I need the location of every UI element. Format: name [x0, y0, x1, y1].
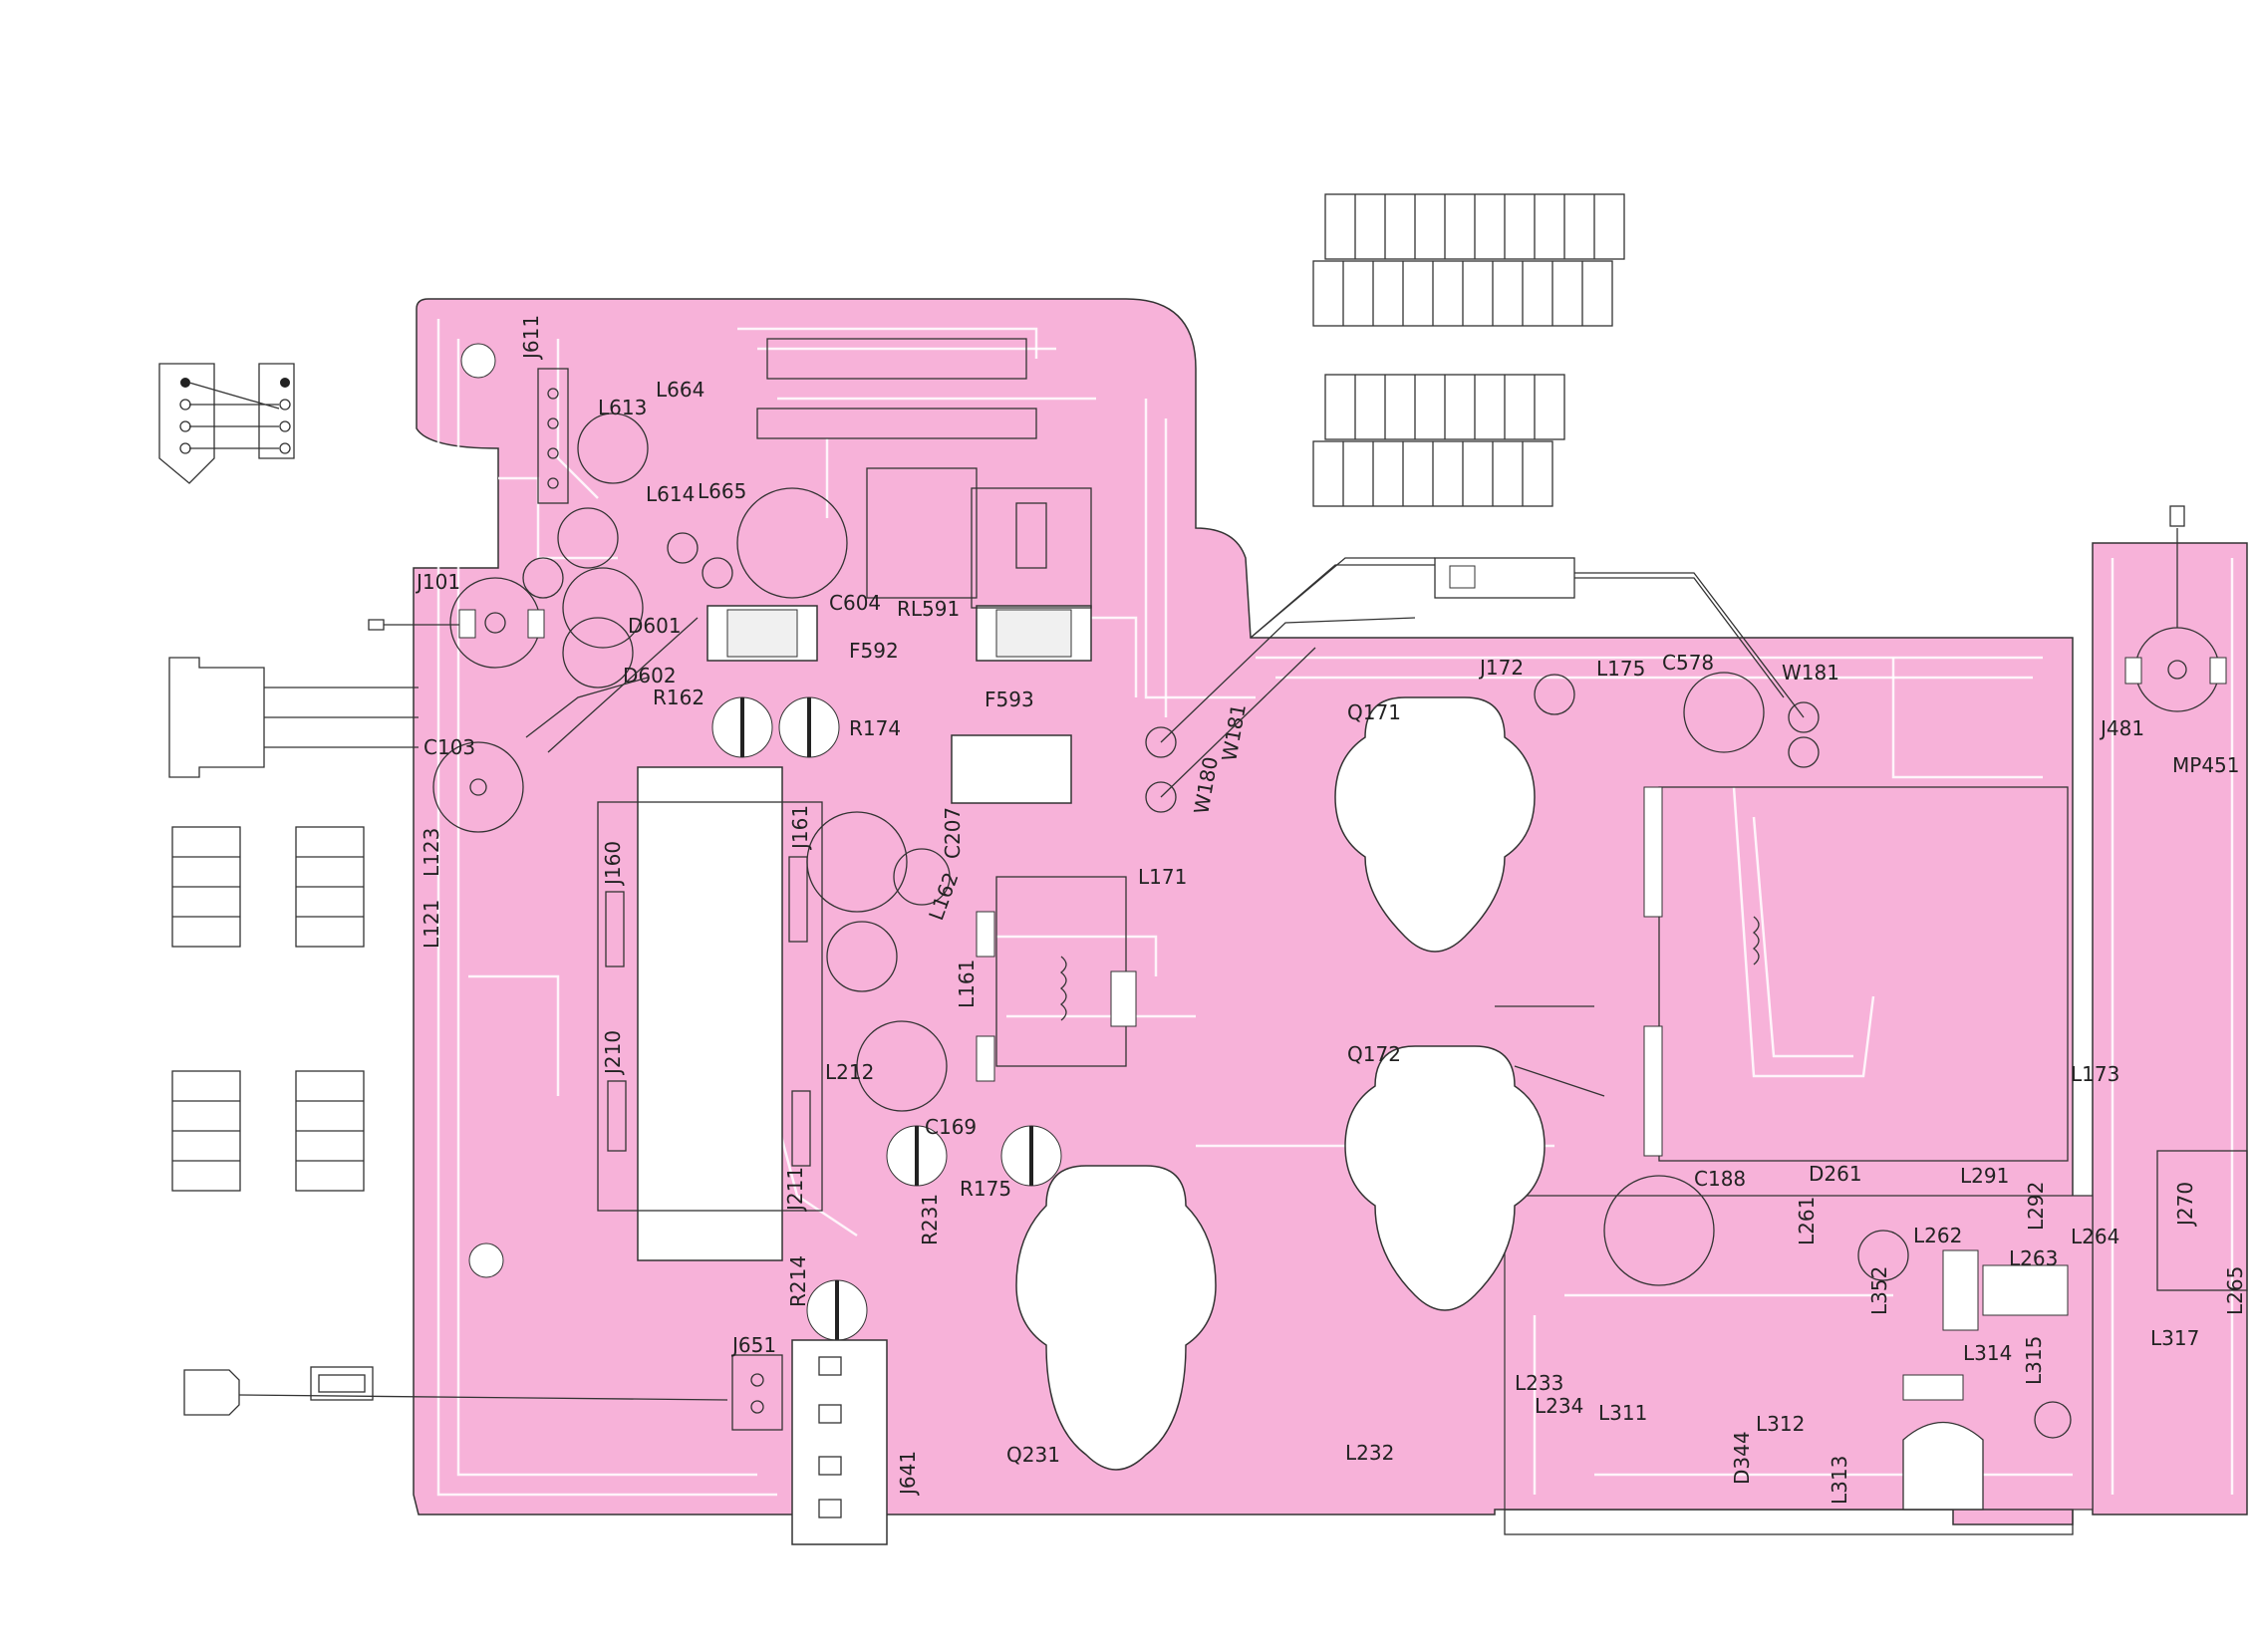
- label-l317: L317: [2150, 1326, 2199, 1350]
- left-connectors: [158, 363, 728, 1416]
- label-l314: L314: [1963, 1341, 2012, 1365]
- board-components: [432, 338, 2248, 1545]
- label-r175: R175: [960, 1177, 1011, 1201]
- label-l311: L311: [1598, 1401, 1647, 1425]
- label-l264: L264: [2071, 1225, 2119, 1248]
- bottom-left-cable: [183, 1366, 728, 1416]
- label-j481: J481: [2099, 716, 2144, 740]
- label-f593: F593: [985, 688, 1034, 711]
- plug-connector-top-left: [158, 363, 295, 484]
- label-j210: J210: [601, 1030, 625, 1076]
- label-d261: D261: [1809, 1162, 1862, 1186]
- label-l234: L234: [1535, 1394, 1583, 1418]
- label-l291: L291: [1960, 1164, 2009, 1188]
- label-mp451: MP451: [2172, 753, 2240, 777]
- label-l292: L292: [2024, 1182, 2048, 1231]
- label-c103: C103: [423, 735, 475, 759]
- label-q171: Q171: [1347, 700, 1401, 724]
- label-d601: D601: [628, 614, 682, 638]
- label-j651: J651: [730, 1333, 776, 1357]
- copper-traces: [436, 319, 2234, 1497]
- label-l263: L263: [2009, 1246, 2058, 1270]
- label-rl591: RL591: [897, 597, 960, 621]
- top-grid-blocks: [1312, 193, 1625, 507]
- label-l352: L352: [1867, 1266, 1891, 1315]
- label-l171: L171: [1138, 865, 1187, 889]
- label-j101: J101: [415, 570, 460, 594]
- label-j641: J641: [896, 1451, 920, 1497]
- label-j172: J172: [1478, 656, 1524, 680]
- label-j211: J211: [783, 1167, 807, 1213]
- label-l262: L262: [1913, 1224, 1962, 1247]
- grid-block-left-2: [171, 1070, 365, 1192]
- wire-connector-left: [168, 657, 419, 778]
- label-l121: L121: [420, 900, 443, 949]
- label-l175: L175: [1596, 657, 1645, 681]
- label-l212: L212: [825, 1060, 874, 1084]
- label-r162: R162: [653, 686, 704, 709]
- label-q172: Q172: [1347, 1042, 1401, 1066]
- label-c188: C188: [1694, 1167, 1746, 1191]
- label-r214: R214: [786, 1255, 810, 1307]
- label-l313: L313: [1828, 1456, 1851, 1505]
- right-strip-board: [2092, 542, 2248, 1515]
- label-l312: L312: [1756, 1412, 1805, 1436]
- label-l173: L173: [2071, 1062, 2119, 1086]
- label-j161: J161: [788, 805, 812, 851]
- label-j270: J270: [2173, 1182, 2197, 1228]
- component-labels: J611 L664 L613 L614 L665 J101 D601 D602 …: [415, 315, 2247, 1505]
- label-c169: C169: [925, 1115, 977, 1139]
- label-d602: D602: [623, 664, 677, 688]
- label-c604: C604: [829, 591, 881, 615]
- label-l161: L161: [955, 960, 979, 1008]
- label-d344: D344: [1730, 1431, 1754, 1485]
- jumper-wires: [525, 564, 1805, 1097]
- label-l232: L232: [1345, 1441, 1394, 1465]
- label-l123: L123: [420, 828, 443, 877]
- label-l613: L613: [598, 396, 647, 419]
- label-l315: L315: [2022, 1336, 2046, 1385]
- label-l614: L614: [646, 482, 695, 506]
- label-w181-b: W181: [1782, 661, 1839, 685]
- label-j611: J611: [519, 315, 543, 361]
- label-c207: C207: [941, 807, 965, 859]
- label-l664: L664: [656, 378, 704, 402]
- label-j160: J160: [601, 841, 625, 887]
- label-r231: R231: [918, 1194, 942, 1245]
- label-c578: C578: [1662, 651, 1714, 675]
- label-l265: L265: [2223, 1266, 2247, 1315]
- label-l261: L261: [1795, 1197, 1819, 1245]
- grid-block-left-1: [171, 826, 365, 948]
- label-l665: L665: [698, 479, 746, 503]
- label-f592: F592: [849, 639, 899, 663]
- label-r174: R174: [849, 716, 901, 740]
- label-q231: Q231: [1006, 1443, 1060, 1467]
- label-l233: L233: [1515, 1371, 1563, 1395]
